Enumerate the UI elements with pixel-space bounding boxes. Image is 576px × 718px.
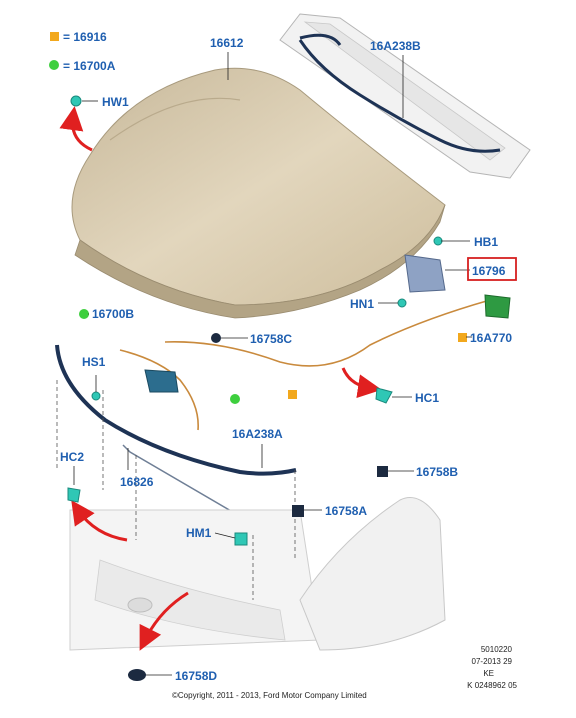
label-16A770: 16A770	[470, 331, 512, 345]
hw1-arrow	[59, 106, 93, 152]
latch-cable	[119, 254, 511, 431]
label-HM1: HM1	[186, 526, 212, 540]
prop-rod	[122, 444, 256, 526]
16700b-dot-icon	[79, 309, 89, 319]
info-block: 5010220 07-2013 29 KE K 0248962 05	[467, 645, 517, 690]
label-16758C: 16758C	[250, 332, 292, 346]
front-end	[69, 497, 446, 651]
label-HB1: HB1	[474, 235, 498, 249]
hw1-part-icon	[70, 95, 82, 107]
label-16758B: 16758B	[416, 465, 458, 479]
label-16700B: 16700B	[92, 307, 134, 321]
label-HN1: HN1	[350, 297, 374, 311]
label-16612: 16612	[210, 36, 244, 50]
16758b-part-icon	[377, 466, 388, 477]
info-line4: K 0248962 05	[467, 681, 517, 690]
hs1-part-icon	[91, 391, 101, 401]
part-icons	[67, 95, 467, 681]
label-16758D: 16758D	[175, 669, 217, 683]
hc2-arrow	[71, 500, 128, 542]
info-line3: KE	[483, 669, 494, 678]
labels: 16612 16A238B HW1 HB1 16796 HN1 16A770 1…	[60, 36, 512, 683]
legend: = 16916 = 16700A	[49, 30, 116, 73]
label-HC2: HC2	[60, 450, 84, 464]
label-leaders	[73, 52, 472, 676]
hn1-part-icon	[397, 298, 407, 308]
16758c-part-icon	[211, 333, 221, 343]
16758d-part-icon	[128, 669, 146, 681]
label-16758A: 16758A	[325, 504, 367, 518]
label-16A238A: 16A238A	[232, 427, 283, 441]
info-line1: 5010220	[481, 645, 513, 654]
legend-circle-icon	[49, 60, 59, 70]
16A770-square-icon	[458, 333, 467, 342]
label-16A238B: 16A238B	[370, 39, 421, 53]
16758d-arrow	[139, 591, 189, 651]
16700a-dot-icon	[230, 394, 240, 404]
label-16826: 16826	[120, 475, 154, 489]
radiator-seal	[55, 344, 297, 476]
info-line2: 07-2013 29	[472, 657, 513, 666]
legend-square-icon	[50, 32, 59, 41]
label-HC1: HC1	[415, 391, 439, 405]
hb1-part-icon	[433, 236, 443, 246]
hc1-part-icon	[375, 387, 393, 404]
label-16796: 16796	[472, 264, 506, 278]
leader-lines	[56, 380, 296, 600]
hm1-part-icon	[234, 532, 248, 546]
label-HS1: HS1	[82, 355, 106, 369]
16916-square-icon	[288, 390, 297, 399]
hc1-arrow	[341, 367, 382, 399]
legend-16916-text: = 16916	[63, 30, 107, 44]
cowl-panel	[279, 13, 531, 179]
16758a-part-icon	[292, 505, 304, 517]
red-arrows	[59, 106, 382, 651]
copyright: ©Copyright, 2011 - 2013, Ford Motor Comp…	[172, 691, 367, 700]
label-HW1: HW1	[102, 95, 129, 109]
highlight-box	[467, 257, 517, 281]
legend-16700A-text: = 16700A	[63, 59, 116, 73]
hc2-part-icon	[67, 487, 81, 503]
hood	[71, 67, 446, 319]
